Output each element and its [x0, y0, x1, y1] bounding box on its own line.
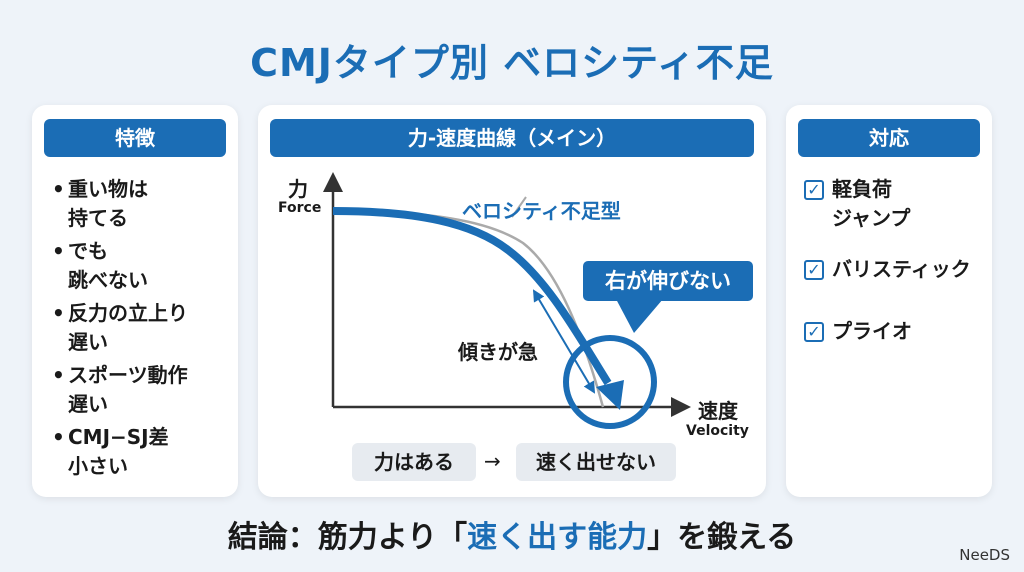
- feature-item: •スポーツ動作遅い: [52, 361, 188, 419]
- curve-label-leader: [511, 196, 527, 218]
- response-header: 対応: [798, 119, 980, 157]
- conclusion-suffix: 」を鍛える: [647, 520, 797, 555]
- response-text: プライオ: [832, 319, 912, 343]
- callout-box: [583, 261, 753, 301]
- conclusion: 結論：筋力より「速く出す能力」を鍛える: [0, 512, 1024, 556]
- conclusion-highlight: 速く出す能力: [467, 520, 648, 555]
- curve-label: ベロシティ不足型: [462, 199, 621, 223]
- diagram-card: 力-速度曲線（メイン） 力 Force 速度 Velocity ベロシティ不足型…: [258, 105, 766, 497]
- x-axis-label: 速度: [698, 399, 738, 423]
- force-velocity-chart: [323, 172, 753, 429]
- curve-arrowhead: [596, 380, 624, 410]
- feature-item: •でも跳べない: [52, 237, 188, 295]
- tag-cant-be-fast: 速く出せない: [516, 443, 676, 481]
- response-item: ✓ 軽負荷ジャンプ: [804, 175, 910, 233]
- highlight-circle: [563, 335, 657, 429]
- logo: NeeDS: [959, 546, 1010, 564]
- checkbox-icon: ✓: [804, 260, 824, 280]
- response-card: 対応 ✓ 軽負荷ジャンプ ✓ バリスティック ✓ プライオ: [786, 105, 992, 497]
- callout-tail: [616, 299, 663, 333]
- features-card: 特徴 •重い物は持てる•でも跳べない•反力の立上り遅い•スポーツ動作遅い•CMJ…: [32, 105, 238, 497]
- feature-text: でも: [68, 239, 108, 263]
- diagram-header: 力-速度曲線（メイン）: [270, 119, 754, 157]
- feature-text: 重い物は: [68, 177, 148, 201]
- features-list: •重い物は持てる•でも跳べない•反力の立上り遅い•スポーツ動作遅い•CMJ−SJ…: [52, 175, 188, 485]
- feature-item: •重い物は持てる: [52, 175, 188, 233]
- feature-text: 遅い: [68, 392, 108, 416]
- feature-item: •CMJ−SJ差小さい: [52, 423, 188, 481]
- response-text: バリスティック: [832, 257, 971, 281]
- feature-text: 遅い: [68, 330, 108, 354]
- slope-double-arrow: [532, 289, 596, 394]
- bullet: •: [52, 425, 65, 449]
- feature-text: CMJ−SJ差: [68, 425, 169, 449]
- response-item: ✓ プライオ: [804, 317, 912, 346]
- callout-text: 右が伸びない: [605, 269, 731, 293]
- arrow-right-icon: →: [484, 449, 501, 473]
- feature-text: 跳べない: [68, 268, 148, 292]
- page-title: CMJタイプ別 ベロシティ不足: [250, 41, 774, 85]
- feature-item: •反力の立上り遅い: [52, 299, 188, 357]
- response-text: ジャンプ: [832, 206, 911, 230]
- response-text: 軽負荷: [832, 177, 892, 201]
- bullet: •: [52, 239, 65, 263]
- feature-text: スポーツ動作: [68, 363, 188, 387]
- feature-text: 持てる: [68, 206, 128, 230]
- slope-label: 傾きが急: [458, 340, 538, 364]
- bullet: •: [52, 363, 65, 387]
- conclusion-prefix: 結論：筋力より「: [227, 520, 468, 555]
- tag-has-force: 力はある: [352, 443, 476, 481]
- y-axis-label: 力: [288, 177, 308, 201]
- feature-text: 小さい: [68, 454, 128, 478]
- y-axis-label-en: Force: [278, 200, 322, 216]
- bullet: •: [52, 301, 65, 325]
- features-header: 特徴: [44, 119, 226, 157]
- checkbox-icon: ✓: [804, 322, 824, 342]
- checkbox-icon: ✓: [804, 180, 824, 200]
- bullet: •: [52, 177, 65, 201]
- x-axis-label-en: Velocity: [686, 423, 749, 439]
- feature-text: 反力の立上り: [68, 301, 188, 325]
- response-item: ✓ バリスティック: [804, 255, 971, 284]
